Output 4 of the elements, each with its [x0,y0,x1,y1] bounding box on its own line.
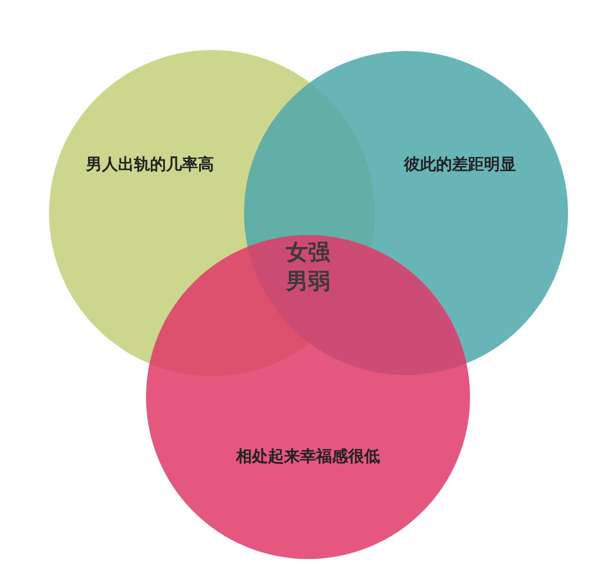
circle-label: 彼此的差距明显 [404,154,516,176]
center-label: 女强男弱 [286,239,330,296]
circle-label: 相处起来幸福感很低 [236,446,380,468]
circle-label: 男人出轨的几率高 [86,154,214,176]
